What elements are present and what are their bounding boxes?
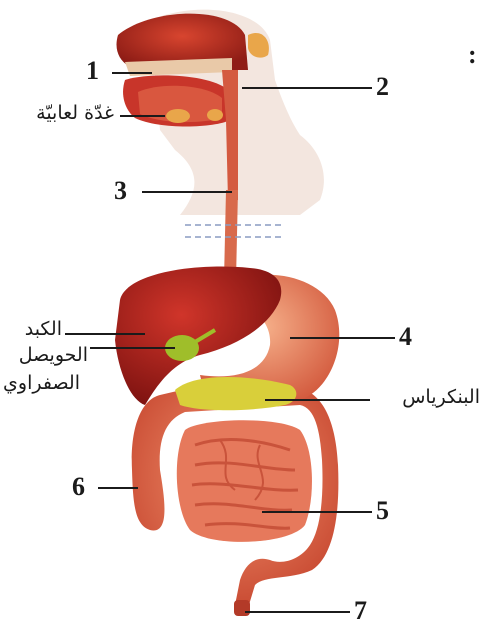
label-number-2: 2 bbox=[376, 74, 389, 100]
label-gallbladder-line1: الحويصل bbox=[19, 346, 88, 365]
corner-mark: : bbox=[468, 42, 477, 68]
label-liver: الكبد bbox=[25, 320, 62, 339]
salivary-gland-shape bbox=[166, 109, 190, 123]
salivary-gland-shape-2 bbox=[207, 109, 223, 121]
label-number-4: 4 bbox=[399, 324, 412, 350]
label-salivary-gland: غدّة لعابيّة bbox=[36, 104, 114, 123]
label-gallbladder-line2: الصفراوي bbox=[3, 374, 80, 393]
label-number-6: 6 bbox=[72, 474, 85, 500]
esophagus bbox=[224, 190, 238, 280]
label-pancreas: البنكرياس bbox=[402, 388, 480, 407]
label-number-7: 7 bbox=[354, 598, 367, 624]
anus-shape bbox=[234, 600, 250, 616]
label-number-3: 3 bbox=[114, 178, 127, 204]
label-number-5: 5 bbox=[376, 498, 389, 524]
label-number-1: 1 bbox=[86, 58, 99, 84]
